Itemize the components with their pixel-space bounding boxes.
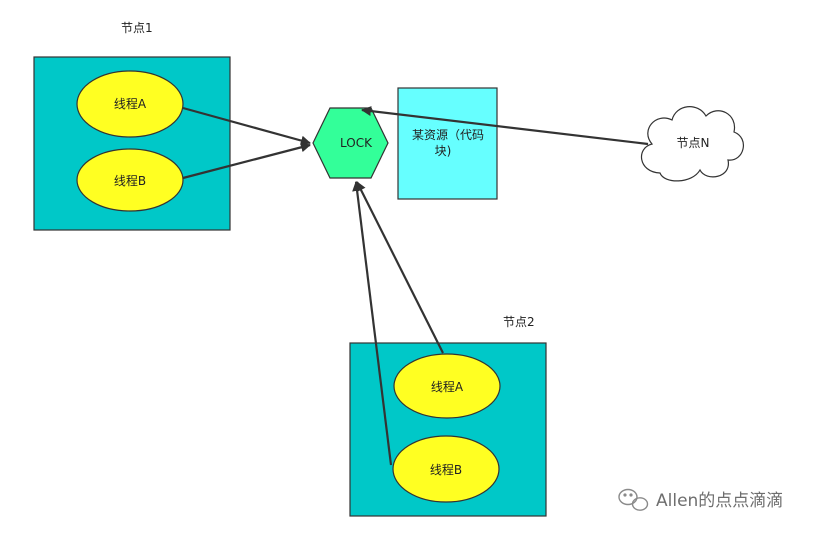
node2-thread-b-label: 线程B bbox=[430, 462, 462, 477]
cloud-node-shape bbox=[641, 106, 744, 182]
node1-thread-a-ellipse bbox=[76, 70, 184, 138]
arrow-node2-thread-a-to-lock bbox=[356, 181, 444, 354]
arrow-node1-thread-b-to-lock bbox=[182, 142, 311, 180]
node2-thread-b-ellipse bbox=[392, 435, 500, 503]
watermark-text: Allen的点点滴滴 bbox=[656, 491, 783, 511]
wechat-icon bbox=[618, 488, 649, 511]
node1-thread-b-label: 线程B bbox=[114, 173, 146, 188]
node2-thread-a-label: 线程A bbox=[431, 379, 464, 394]
arrow-cloud-node-to-lock bbox=[361, 106, 649, 146]
arrow-node2-thread-b-to-lock bbox=[352, 181, 393, 466]
node2-thread-a-ellipse bbox=[393, 353, 501, 419]
node1-thread-a-label: 线程A bbox=[114, 96, 147, 111]
resource-box bbox=[397, 87, 498, 200]
arrow-node1-thread-a-to-lock bbox=[182, 106, 311, 146]
node2-label: 节点2 bbox=[503, 315, 535, 329]
node1-label: 节点1 bbox=[121, 21, 153, 35]
resource-label-line1: 某资源（代码 bbox=[412, 128, 484, 142]
node1-thread-b-ellipse bbox=[76, 148, 184, 212]
resource-label-line2: 块) bbox=[435, 144, 452, 158]
lock-label: LOCK bbox=[340, 136, 373, 150]
cloud-node-label: 节点N bbox=[677, 136, 710, 150]
